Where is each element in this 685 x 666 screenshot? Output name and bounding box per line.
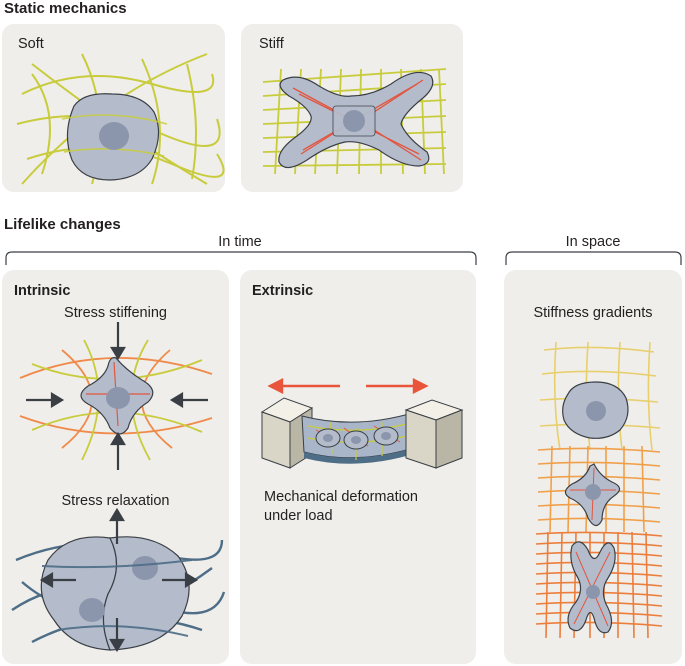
- compression-arrows: [26, 322, 208, 470]
- intrinsic-title: Intrinsic: [14, 283, 71, 299]
- extrinsic-panel: Extrinsic: [240, 270, 476, 664]
- deformation-caption-line1: Mechanical deformation: [264, 489, 418, 505]
- stiffness-gradients-panel: Stiffness gradients: [504, 270, 682, 664]
- stiff-nucleus: [343, 110, 365, 132]
- extrinsic-title: Extrinsic: [252, 283, 314, 299]
- stress-stiffening-label: Stress stiffening: [64, 305, 167, 321]
- in-time-label: In time: [218, 234, 262, 250]
- tension-arrows: [39, 507, 199, 653]
- stiff-label: Stiff: [259, 36, 284, 52]
- deformation-caption: Mechanical deformation under load: [264, 488, 418, 526]
- in-space-label: In space: [565, 234, 621, 250]
- soft-panel: Soft: [2, 24, 225, 192]
- mechanical-deformation-illustration: [260, 378, 464, 469]
- intrinsic-panel: Intrinsic Stress stiffening Stress relax…: [2, 270, 229, 664]
- stiff-panel: Stiff: [241, 24, 463, 192]
- stiffness-gradients-label: Stiffness gradients: [533, 305, 653, 321]
- soft-label: Soft: [18, 36, 44, 52]
- stiffness-gradient-illustration: [535, 341, 663, 639]
- stress-relaxation-illustration: [11, 507, 226, 653]
- stress-stiffening-illustration: [19, 322, 213, 470]
- soft-cell-illustration: [16, 53, 225, 185]
- soft-nucleus: [99, 122, 129, 150]
- static-mechanics-heading: Static mechanics: [4, 0, 127, 17]
- stress-relaxation-label: Stress relaxation: [61, 493, 170, 509]
- time-space-brackets: [5, 251, 682, 265]
- stiff-cell-illustration: [262, 68, 447, 175]
- pulling-arrows: [267, 378, 429, 394]
- lifelike-changes-heading: Lifelike changes: [4, 216, 121, 233]
- right-clamp: [404, 399, 464, 469]
- stiffening-nucleus: [106, 387, 130, 409]
- deformation-caption-line2: under load: [264, 508, 333, 524]
